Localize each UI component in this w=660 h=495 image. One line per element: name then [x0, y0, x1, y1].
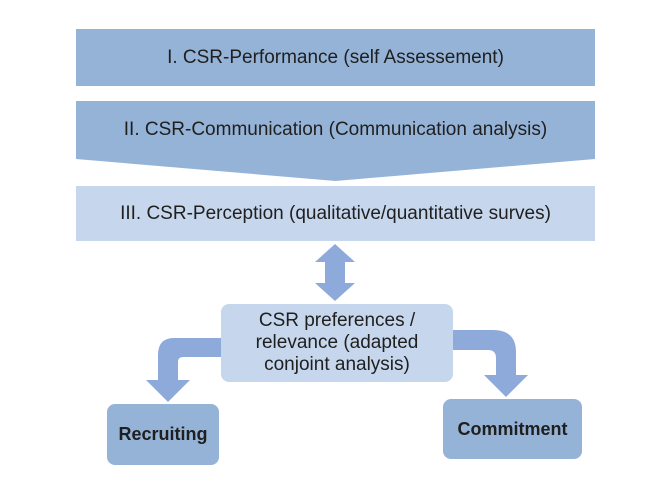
csr-communication-label: II. CSR-Communication (Communication ana…	[123, 119, 548, 140]
csr-preferences-label: CSR preferences / relevance (adapted con…	[255, 310, 419, 375]
curved-arrow-left-icon	[146, 338, 221, 402]
csr-communication-bar: II. CSR-Communication (Communication ana…	[76, 101, 595, 159]
csr-communication-chevron	[76, 101, 595, 181]
curved-arrow-right-icon	[453, 330, 528, 397]
csr-performance-bar: I. CSR-Performance (self Assessement)	[76, 29, 595, 86]
csr-perception-label: III. CSR-Perception (qualitative/quantit…	[120, 202, 551, 224]
recruiting-label: Recruiting	[118, 424, 208, 444]
double-arrow-icon	[315, 244, 355, 301]
commitment-label: Commitment	[457, 418, 568, 439]
csr-performance-label: I. CSR-Performance (self Assessement)	[167, 46, 504, 68]
csr-perception-bar: III. CSR-Perception (qualitative/quantit…	[76, 186, 595, 241]
commitment-box: Commitment	[443, 399, 582, 459]
csr-preferences-box: CSR preferences / relevance (adapted con…	[221, 304, 453, 382]
recruiting-box: Recruiting	[107, 404, 219, 465]
